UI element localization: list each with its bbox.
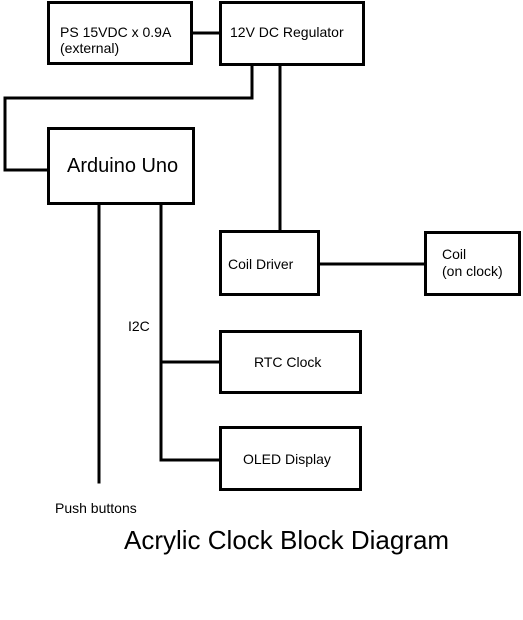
regulator-label: 12V DC Regulator — [230, 24, 344, 40]
power-supply-label-line2: (external) — [60, 40, 120, 56]
arduino-block — [47, 127, 195, 205]
wire-i2c-bus — [159, 202, 221, 462]
regulator-block — [219, 1, 365, 66]
i2c-label: I2C — [128, 318, 150, 334]
push-buttons-label: Push buttons — [55, 500, 137, 516]
arduino-label: Arduino Uno — [67, 155, 179, 177]
power-supply-label-line1: PS 15VDC x 0.9A — [60, 24, 172, 40]
coil-driver-label: Coil Driver — [228, 256, 294, 272]
coil-label-line1: Coil — [442, 246, 467, 262]
rtc-clock-label: RTC Clock — [254, 354, 322, 370]
power-supply-block — [47, 1, 193, 65]
oled-display-block — [219, 426, 362, 491]
oled-display-label: OLED Display — [243, 451, 331, 467]
coil-label-line2: (on clock) — [442, 263, 503, 279]
diagram-title: Acrylic Clock Block Diagram — [124, 525, 450, 555]
coil-block — [424, 231, 521, 296]
rtc-clock-block — [219, 330, 362, 394]
wire-regulator-to-arduino — [3, 63, 254, 172]
coil-driver-block — [219, 230, 320, 296]
